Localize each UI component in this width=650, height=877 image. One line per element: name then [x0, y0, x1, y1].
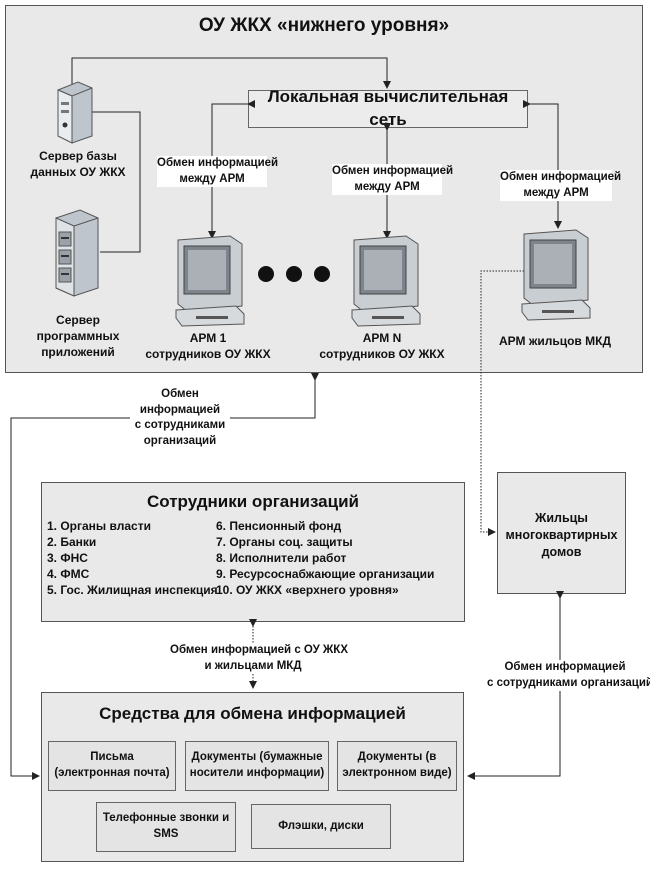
computer-icon	[351, 235, 421, 327]
means-flash-box: Флэшки, диски	[251, 804, 391, 849]
computer-icon	[521, 229, 591, 321]
dots-icon	[258, 266, 330, 282]
lan-box: Локальная вычислительная сеть	[248, 87, 528, 129]
arm-residents-label: АРМ жильцов МКД	[498, 334, 611, 348]
server-icon	[57, 81, 93, 144]
server-rack-icon	[55, 209, 99, 297]
computer-icon	[175, 235, 245, 327]
top-block-title: ОУ ЖКХ «нижнего уровня»	[198, 15, 450, 36]
